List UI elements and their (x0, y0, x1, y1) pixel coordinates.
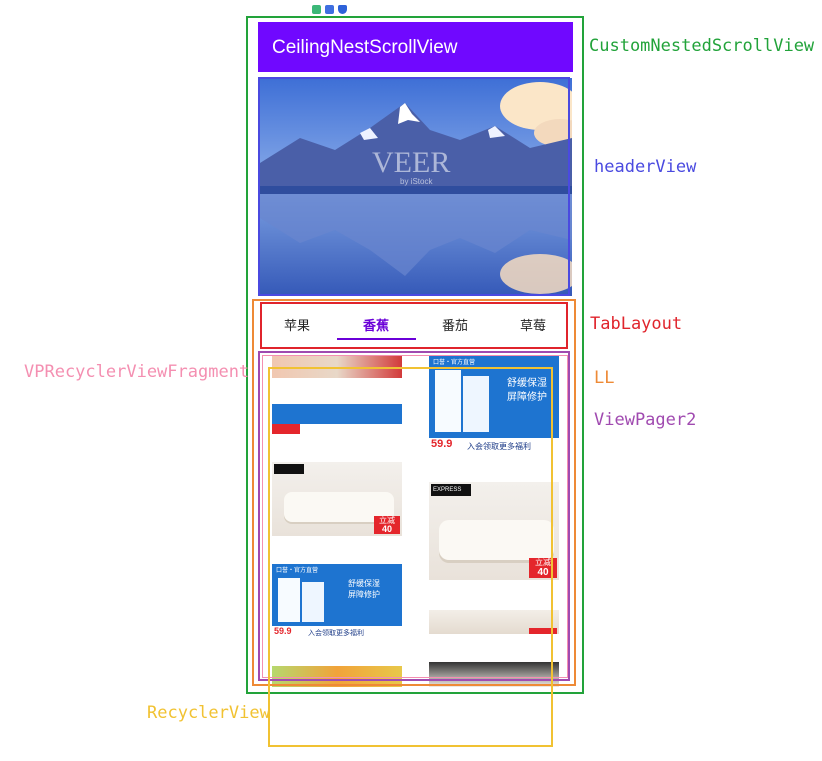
watermark-subtext: by iStock (400, 177, 433, 186)
product-card-mattress-1[interactable]: 立减 40 (272, 462, 402, 536)
app-bar-title: CeilingNestScrollView (272, 37, 458, 58)
ad-price: 59.9 (274, 626, 292, 636)
label-tab-layout: TabLayout (590, 314, 683, 334)
mattress-shape (439, 520, 554, 560)
label-vp-fragment: VPRecyclerViewFragment (24, 362, 250, 382)
express-text: EXPRESS (433, 487, 462, 493)
express-logo (274, 464, 304, 474)
label-recycler-view: RecyclerView (147, 703, 270, 723)
outline-viewpager2 (258, 351, 570, 681)
ad-brand: 口誉・官方直营 (276, 568, 319, 574)
product-box (435, 370, 461, 432)
outline-recycler-view (268, 367, 553, 747)
header-image: VEER by iStock (260, 78, 572, 296)
ad-headline-2: 屏障修护 (348, 590, 380, 599)
mountain-lake-image: VEER by iStock (260, 78, 572, 296)
app-icon-3 (338, 5, 347, 14)
product-card-skincare-main[interactable]: 口誉・官方直营 舒缓保湿 屏障修护 59.9 入会领取更多福利 (429, 356, 559, 454)
app-icon-2 (325, 5, 334, 14)
discount-badge: 立减 40 (529, 558, 557, 578)
product-card-mattress-strip[interactable] (429, 610, 559, 634)
label-viewpager2: ViewPager2 (594, 410, 697, 430)
ad-headline-2: 屏障修护 (507, 392, 547, 403)
ad-brand: 口誉・官方直营 (433, 360, 476, 366)
product-card-bottom-strip[interactable] (429, 662, 559, 687)
outline-custom-nested-scroll-view (246, 16, 584, 694)
product-box (463, 376, 489, 432)
discount-value: 40 (537, 567, 549, 578)
ad-footer-band: 59.9 入会领取更多福利 (429, 438, 559, 454)
phone-screen: CeilingNestScrollView (258, 22, 573, 687)
red-tag (529, 628, 557, 634)
app-bar: CeilingNestScrollView (258, 22, 573, 72)
ad-headline-1: 舒缓保湿 (348, 579, 380, 588)
ad-headline-1: 舒缓保湿 (507, 378, 547, 389)
outline-tab-layout (260, 302, 568, 349)
product-box (278, 578, 300, 622)
label-header-view: headerView (594, 157, 697, 177)
product-card-skincare-2[interactable]: 口誉・官方直营 舒缓保湿 屏障修护 59.9 入会领取更多福利 (272, 564, 402, 638)
price-band (272, 424, 402, 434)
outline-ll (252, 299, 576, 686)
tab-indicator (337, 338, 416, 340)
label-ll: LL (594, 368, 615, 388)
product-box (302, 582, 324, 622)
outline-vp-fragment (262, 355, 568, 678)
watermark-text: VEER (372, 146, 450, 179)
tab-strawberry[interactable]: 草莓 (519, 318, 546, 333)
product-card-mattress-2[interactable]: EXPRESS 立减 40 (429, 482, 559, 580)
discount-label: 立减 (535, 558, 551, 567)
outline-header-view (258, 77, 570, 296)
discount-badge: 立减 40 (374, 516, 400, 534)
ad-footer-text: 入会领取更多福利 (308, 630, 364, 637)
product-card-snack-strip[interactable] (272, 666, 402, 687)
app-icon-1 (312, 5, 321, 14)
ad-footer-band: 59.9 入会领取更多福利 (272, 626, 402, 638)
ad-footer-text: 入会领取更多福利 (467, 442, 531, 451)
price-badge (272, 424, 300, 434)
label-custom-nested-scroll-view: CustomNestedScrollView (589, 36, 815, 56)
tab-tomato[interactable]: 番茄 (441, 318, 468, 333)
tab-banana[interactable]: 香蕉 (362, 318, 389, 333)
product-card-skincare-small[interactable] (272, 404, 402, 434)
ad-price: 59.9 (431, 438, 453, 450)
express-logo: EXPRESS (431, 484, 471, 496)
discount-label: 立减 (379, 516, 395, 525)
tab-bar: 苹果 香蕉 番茄 草莓 (258, 302, 573, 348)
discount-value: 40 (381, 524, 392, 534)
tab-apple[interactable]: 苹果 (283, 318, 310, 333)
